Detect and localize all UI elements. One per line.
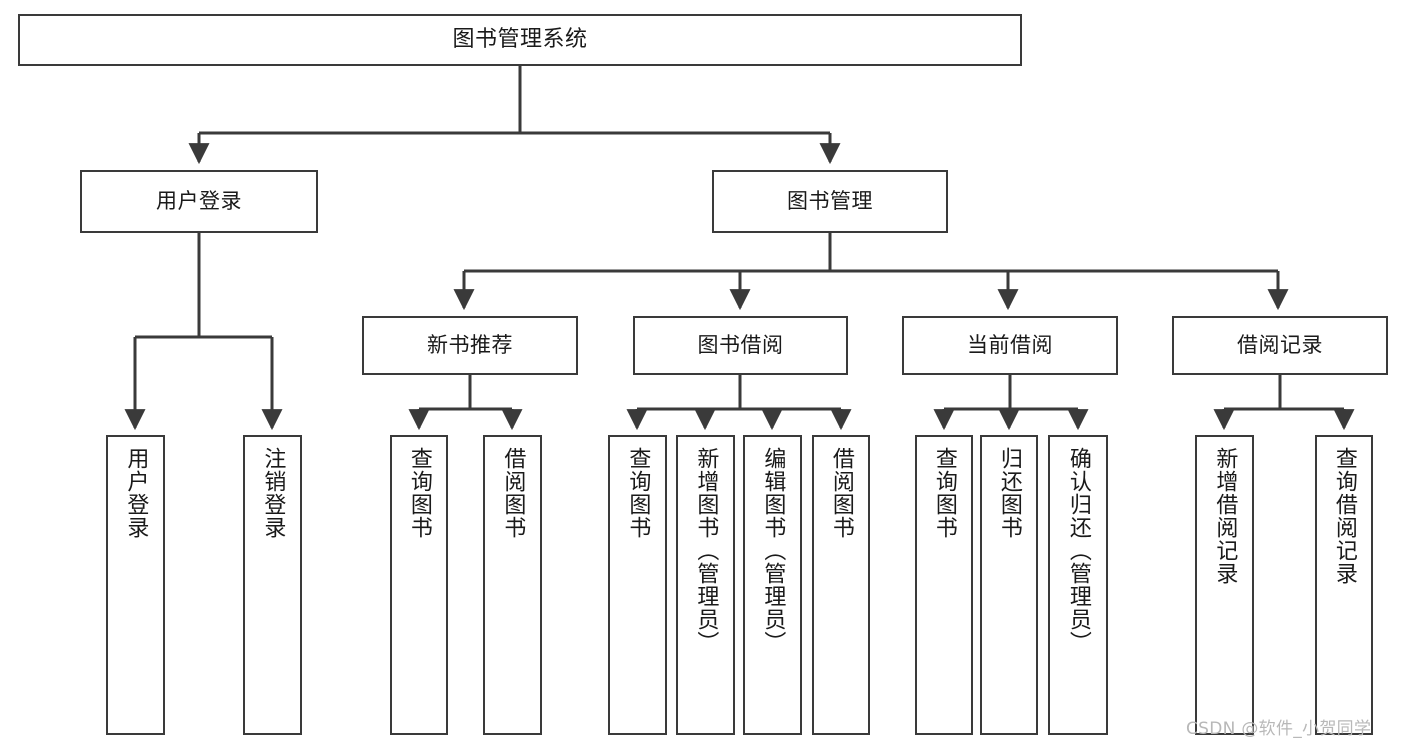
- node-leaf-confirm-return[interactable]: 确认归还（管理员）: [1048, 435, 1108, 735]
- node-leaf-confirm-return-label: 确认归还（管理员）: [1065, 447, 1091, 654]
- node-leaf-query-book-1-label: 查询图书: [406, 447, 432, 539]
- node-leaf-edit-book[interactable]: 编辑图书（管理员）: [743, 435, 802, 735]
- node-new-book-rec-label: 新书推荐: [427, 333, 513, 358]
- node-user-login[interactable]: 用户登录: [80, 170, 318, 233]
- node-leaf-user-login-label: 用户登录: [123, 447, 149, 539]
- node-leaf-add-record-label: 新增借阅记录: [1212, 447, 1238, 585]
- node-leaf-return-book-label: 归还图书: [996, 447, 1022, 539]
- node-leaf-query-record[interactable]: 查询借阅记录: [1315, 435, 1373, 735]
- node-root[interactable]: 图书管理系统: [18, 14, 1022, 66]
- node-leaf-query-record-label: 查询借阅记录: [1331, 447, 1357, 585]
- node-current-borrow[interactable]: 当前借阅: [902, 316, 1118, 375]
- node-leaf-query-book-3[interactable]: 查询图书: [915, 435, 973, 735]
- node-leaf-add-book[interactable]: 新增图书（管理员）: [676, 435, 735, 735]
- node-current-borrow-label: 当前借阅: [967, 333, 1053, 358]
- node-leaf-borrow-book-1-label: 借阅图书: [500, 447, 526, 539]
- node-book-borrow[interactable]: 图书借阅: [633, 316, 848, 375]
- node-leaf-user-login[interactable]: 用户登录: [106, 435, 165, 735]
- node-leaf-query-book-2-label: 查询图书: [625, 447, 651, 539]
- node-leaf-logout[interactable]: 注销登录: [243, 435, 302, 735]
- node-leaf-borrow-book-2-label: 借阅图书: [828, 447, 854, 539]
- node-leaf-return-book[interactable]: 归还图书: [980, 435, 1038, 735]
- node-root-label: 图书管理系统: [452, 27, 588, 53]
- node-new-book-rec[interactable]: 新书推荐: [362, 316, 578, 375]
- node-borrow-record[interactable]: 借阅记录: [1172, 316, 1388, 375]
- node-leaf-add-record[interactable]: 新增借阅记录: [1195, 435, 1254, 735]
- node-book-manage-label: 图书管理: [787, 189, 873, 214]
- node-borrow-record-label: 借阅记录: [1237, 333, 1323, 358]
- node-leaf-borrow-book-2[interactable]: 借阅图书: [812, 435, 870, 735]
- node-book-borrow-label: 图书借阅: [697, 333, 784, 358]
- node-user-login-label: 用户登录: [156, 189, 242, 214]
- node-leaf-query-book-3-label: 查询图书: [931, 447, 957, 539]
- node-leaf-query-book-2[interactable]: 查询图书: [608, 435, 667, 735]
- node-book-manage[interactable]: 图书管理: [712, 170, 948, 233]
- node-leaf-borrow-book-1[interactable]: 借阅图书: [483, 435, 542, 735]
- watermark-text: CSDN @软件_小贺同学: [1186, 719, 1372, 739]
- node-leaf-query-book-1[interactable]: 查询图书: [390, 435, 448, 735]
- node-leaf-add-book-label: 新增图书（管理员）: [693, 447, 719, 654]
- node-leaf-logout-label: 注销登录: [260, 447, 286, 539]
- node-leaf-edit-book-label: 编辑图书（管理员）: [760, 447, 786, 654]
